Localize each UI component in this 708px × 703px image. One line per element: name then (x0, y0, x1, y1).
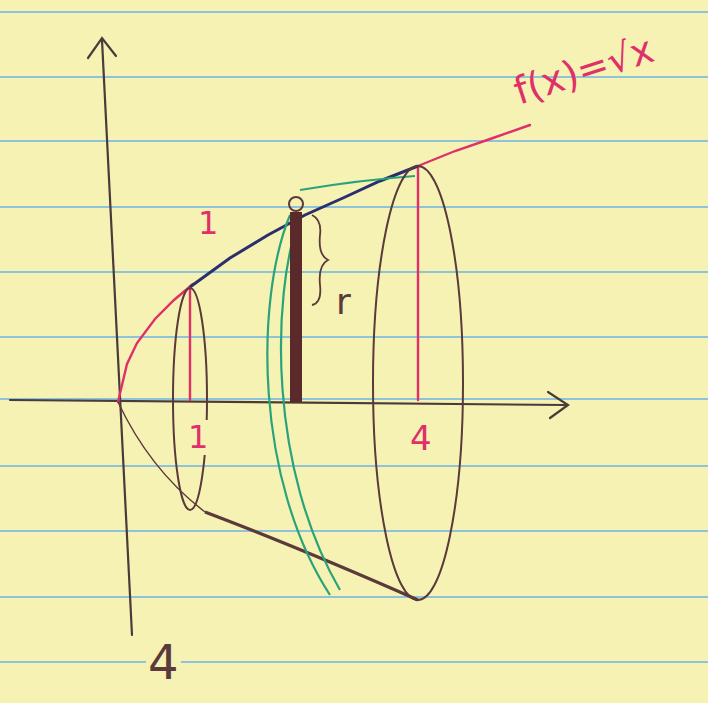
y-axis (102, 40, 132, 635)
solid-outline (118, 166, 463, 600)
curve-end (418, 125, 530, 166)
left-disk (173, 288, 207, 510)
y-arrowhead (88, 38, 116, 58)
x4-marker (417, 168, 419, 400)
function-curve (118, 125, 530, 402)
right-disk (373, 166, 463, 600)
radius-brace (312, 215, 328, 305)
axes (10, 38, 568, 635)
slice-top (289, 197, 303, 211)
value-label: 1 (196, 206, 220, 241)
radius-label: r (334, 282, 353, 322)
ruled-line (0, 596, 708, 598)
radius-slice (290, 212, 302, 402)
curve-bounded (190, 166, 418, 287)
section-arc (281, 215, 340, 590)
ruled-line (0, 271, 708, 273)
ruled-lines (0, 12, 708, 662)
cross-section (267, 215, 340, 595)
guide-line (118, 402, 205, 512)
ruled-line (0, 206, 708, 208)
ruled-line (0, 465, 708, 467)
ruled-line (0, 336, 708, 338)
tick-label: 4 (408, 420, 434, 457)
function-label: f(x)=√x (507, 28, 661, 114)
ruled-line (0, 398, 708, 400)
x-arrowhead (548, 392, 568, 418)
ruled-line (0, 11, 708, 13)
ruled-line (0, 530, 708, 532)
x-axis (10, 400, 565, 405)
lower-curve (205, 512, 418, 600)
note-number: 4 (146, 636, 181, 689)
ruled-line (0, 661, 708, 663)
tick-label: 1 (186, 420, 210, 455)
x1-marker (189, 288, 191, 400)
